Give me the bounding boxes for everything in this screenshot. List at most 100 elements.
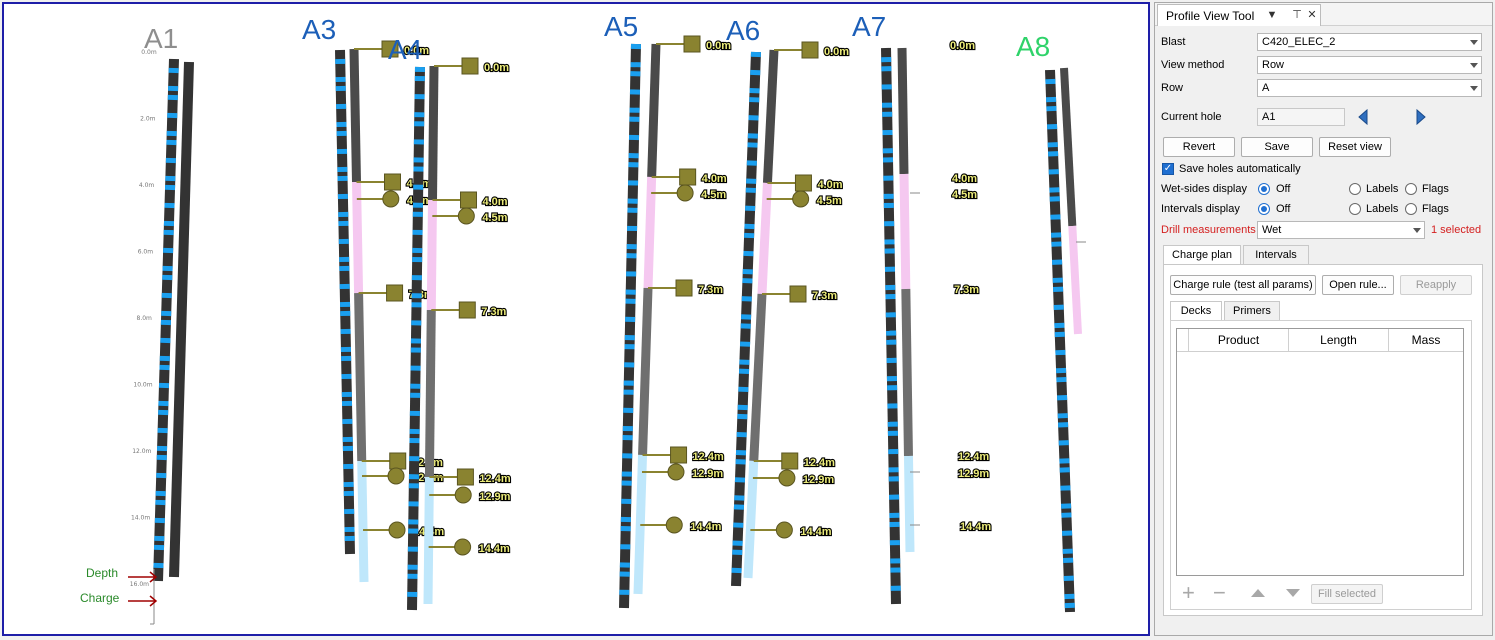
- drill-measurements-select[interactable]: Wet: [1257, 221, 1425, 239]
- column-length[interactable]: Length: [1289, 329, 1389, 351]
- measurement-label: 4.5m: [817, 195, 842, 207]
- light-blue-deck-segment: [357, 460, 369, 583]
- measurement-label: 12.9m: [803, 474, 834, 486]
- pin-icon[interactable]: ⊤: [1292, 9, 1302, 21]
- current-hole-field[interactable]: A1: [1257, 108, 1345, 126]
- tab-charge-plan[interactable]: Charge plan: [1163, 245, 1241, 265]
- revert-button[interactable]: Revert: [1163, 137, 1235, 157]
- deck-marker-icon: [389, 452, 407, 470]
- primer-marker-icon: [778, 469, 796, 487]
- column-mass[interactable]: Mass: [1411, 333, 1441, 347]
- measurement-label: 4.5m: [952, 189, 977, 201]
- open-rule-button[interactable]: Open rule...: [1322, 275, 1394, 295]
- close-icon[interactable]: ✕: [1307, 9, 1317, 21]
- gray-deck-segment: [424, 309, 436, 478]
- gray-deck-segment: [638, 287, 653, 456]
- gray-deck-segment: [901, 288, 913, 457]
- row-select[interactable]: A: [1257, 79, 1482, 97]
- primer-marker-icon: [387, 467, 405, 485]
- row-label: Row: [1161, 82, 1184, 94]
- current-hole-value: A1: [1262, 111, 1276, 123]
- save-auto-checkbox[interactable]: ✓: [1162, 163, 1174, 175]
- deck-marker-icon: [383, 173, 401, 191]
- wet-sides-off-radio[interactable]: [1258, 183, 1270, 195]
- column-product[interactable]: Product: [1189, 329, 1289, 351]
- stemming-segment: [349, 48, 361, 183]
- measurement-label: 7.3m: [481, 306, 506, 318]
- previous-hole-icon[interactable]: [1357, 109, 1369, 125]
- wet-sides-label: Wet-sides display: [1161, 183, 1247, 195]
- tab-decks[interactable]: Decks: [1170, 301, 1222, 321]
- deck-marker-icon: [794, 174, 812, 192]
- decks-table[interactable]: Product Length Mass: [1176, 328, 1464, 576]
- intervals-display-label: Intervals display: [1161, 203, 1240, 215]
- intervals-labels-radio[interactable]: [1349, 203, 1361, 215]
- chevron-down-icon: [1470, 86, 1478, 91]
- measurement-label: 12.4m: [479, 473, 510, 485]
- profile-scene[interactable]: A10.0m2.0m4.0m6.0m8.0m10.0m12.0m14.0m16.…: [4, 4, 1148, 634]
- remove-icon[interactable]: −: [1213, 580, 1226, 605]
- primer-marker-icon: [667, 463, 685, 481]
- panel-title: Profile View Tool: [1166, 9, 1255, 23]
- tab-intervals[interactable]: Intervals: [1243, 245, 1309, 265]
- stemming-segment: [428, 65, 439, 201]
- reapply-button[interactable]: Reapply: [1400, 275, 1472, 295]
- charge-plan-pane: Charge rule (test all params) Open rule.…: [1163, 264, 1483, 616]
- deck-marker-icon: [386, 284, 404, 302]
- depth-arrow-head-icon: [149, 571, 158, 583]
- charge-arrow-head-icon: [149, 595, 158, 607]
- measurement-label: 14.4m: [960, 521, 991, 533]
- hole-A8-striped-column-base: [1045, 69, 1075, 613]
- hole-label: A4: [388, 34, 422, 65]
- intervals-off-radio[interactable]: [1258, 203, 1270, 215]
- pink-deck-segment: [426, 199, 438, 311]
- view-method-value: Row: [1262, 59, 1285, 71]
- save-button[interactable]: Save: [1241, 137, 1313, 157]
- measurement-label: 4.0m: [702, 173, 727, 185]
- deck-marker-icon: [458, 301, 476, 319]
- deck-marker-icon: [801, 41, 819, 59]
- deck-marker-icon: [461, 57, 479, 75]
- fill-selected-button[interactable]: Fill selected: [1311, 584, 1383, 604]
- blast-select[interactable]: C420_ELEC_2: [1257, 33, 1482, 51]
- wet-sides-flags-label: Flags: [1422, 183, 1449, 195]
- pink-deck-segment: [1068, 225, 1082, 335]
- primer-marker-icon: [775, 521, 793, 539]
- primer-marker-icon: [388, 521, 406, 539]
- deck-marker-icon: [381, 40, 399, 58]
- wet-sides-labels-radio[interactable]: [1349, 183, 1361, 195]
- view-method-select[interactable]: Row: [1257, 56, 1482, 74]
- hole-A7-striped-column-base: [881, 47, 901, 605]
- add-icon[interactable]: +: [1182, 580, 1195, 605]
- deck-marker-icon: [675, 279, 693, 297]
- primer-marker-icon: [454, 486, 472, 504]
- hole-label: A7: [852, 11, 886, 42]
- primer-marker-icon: [382, 190, 400, 208]
- measurement-label: 12.4m: [958, 451, 989, 463]
- depth-scale-label: 0.0m: [141, 49, 157, 56]
- dropdown-icon[interactable]: ▼: [1266, 9, 1278, 21]
- next-hole-icon[interactable]: [1415, 109, 1427, 125]
- pink-deck-segment: [351, 181, 364, 294]
- measurement-label: 14.4m: [479, 543, 510, 555]
- reset-view-button[interactable]: Reset view: [1319, 137, 1391, 157]
- panel-tab[interactable]: Profile View Tool ▼ ⊤ ✕: [1157, 4, 1321, 26]
- gray-deck-segment: [749, 293, 767, 462]
- move-down-icon[interactable]: [1285, 588, 1301, 598]
- intervals-flags-radio[interactable]: [1405, 203, 1417, 215]
- wet-sides-flags-radio[interactable]: [1405, 183, 1417, 195]
- move-up-icon[interactable]: [1250, 588, 1266, 598]
- wet-sides-labels-label: Labels: [1366, 183, 1399, 195]
- stemming-segment: [647, 43, 661, 178]
- measurement-label: 0.0m: [824, 46, 849, 58]
- measurement-label: 0.0m: [484, 62, 509, 74]
- measurement-label: 14.4m: [800, 526, 831, 538]
- measurement-label: 7.3m: [698, 284, 723, 296]
- primer-marker-icon: [457, 207, 475, 225]
- depth-scale-label: 16.0m: [130, 581, 149, 588]
- legend-depth-label: Depth: [86, 566, 118, 580]
- charge-rule-button[interactable]: Charge rule (test all params): [1170, 275, 1316, 295]
- tab-primers[interactable]: Primers: [1224, 301, 1280, 321]
- intervals-off-label: Off: [1276, 203, 1291, 215]
